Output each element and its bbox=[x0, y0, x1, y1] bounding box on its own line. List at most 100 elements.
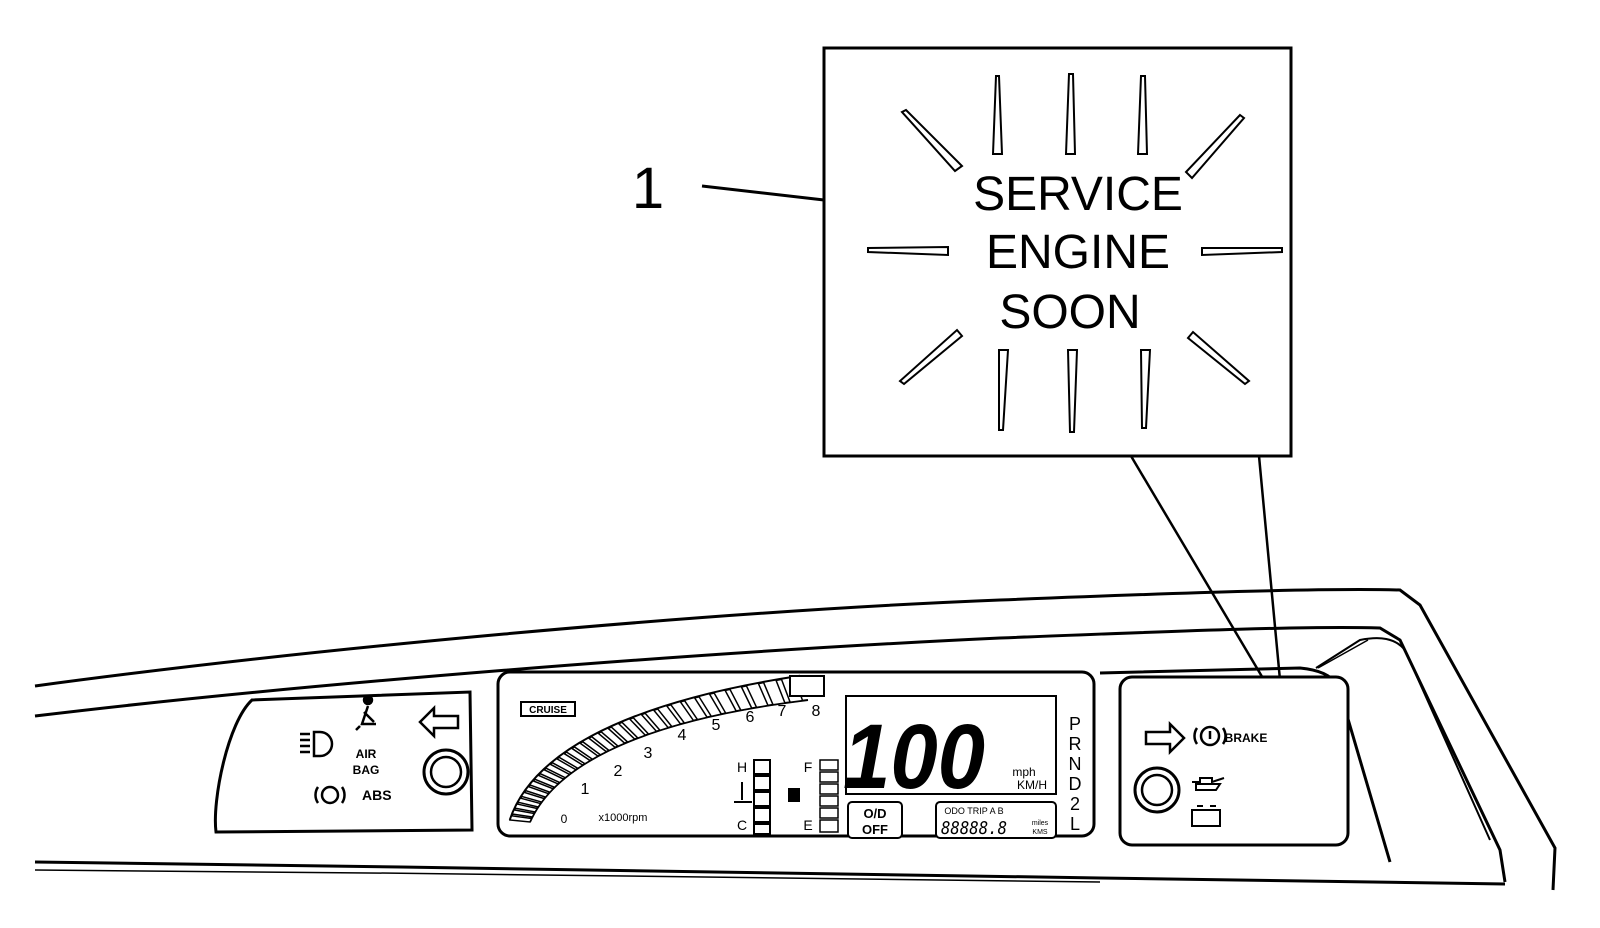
callout-line-3: SOON bbox=[999, 286, 1140, 339]
tach-scale-label: 1 bbox=[581, 781, 590, 798]
gear-label: N bbox=[1069, 754, 1082, 774]
tach-segment bbox=[762, 679, 786, 706]
fuel-bar-segments bbox=[819, 759, 839, 833]
tach-segment bbox=[557, 752, 585, 770]
tachometer: 01 2 3 4 5 6 7 8 x1000rpm bbox=[508, 674, 825, 826]
knob-icon bbox=[1133, 766, 1181, 814]
tach-scale-label: 2 bbox=[614, 763, 623, 780]
tach-scale-label: 6 bbox=[746, 709, 755, 726]
abs-label: ABS bbox=[362, 787, 392, 803]
left-pod-frame bbox=[213, 690, 474, 834]
tach-segment bbox=[516, 797, 542, 808]
tach-scale-label: 8 bbox=[812, 703, 821, 720]
brake-circle-icon bbox=[1193, 725, 1227, 747]
dashboard-outline bbox=[34, 587, 1557, 891]
tach-unit: x1000rpm bbox=[599, 812, 648, 824]
tach-segment bbox=[712, 689, 738, 715]
tach-segment bbox=[544, 763, 571, 779]
speedometer: 100 mph KM/H bbox=[843, 695, 1057, 808]
cruise-badge bbox=[520, 701, 576, 717]
speed-unit-bottom: KM/H bbox=[1017, 778, 1047, 792]
tach-segment bbox=[520, 791, 546, 803]
abs-icon bbox=[314, 785, 346, 805]
seatbelt-icon bbox=[355, 694, 376, 731]
callout-label-line bbox=[701, 184, 825, 202]
right-pod-frame bbox=[1118, 675, 1350, 847]
service-engine-soon-message: SERVICE ENGINE SOON bbox=[973, 168, 1183, 339]
temp-hot-label: H bbox=[737, 759, 747, 775]
gear-label: L bbox=[1070, 814, 1080, 834]
tach-segment bbox=[643, 708, 670, 732]
tach-segment bbox=[524, 785, 550, 798]
tach-segment bbox=[631, 713, 658, 735]
temp-cold-label: C bbox=[737, 817, 747, 833]
tach-segment bbox=[609, 722, 637, 743]
knob-icon bbox=[422, 748, 470, 796]
tach-redline-block bbox=[789, 675, 825, 697]
airbag-label-line1: AIR bbox=[356, 747, 377, 761]
brake-label: BRAKE bbox=[1225, 731, 1268, 745]
odometer-display bbox=[935, 801, 1057, 839]
tach-segment bbox=[683, 696, 709, 721]
callout-number: 1 bbox=[632, 156, 664, 221]
tach-segment bbox=[728, 685, 753, 712]
temperature-gauge: H C bbox=[734, 759, 771, 835]
center-cluster: CRUISE 01 2 3 4 5 6 7 8 x1000rpm H C bbox=[496, 670, 1096, 839]
tach-segment bbox=[589, 732, 617, 752]
tach-segment bbox=[745, 682, 770, 709]
fuel-full-label: F bbox=[804, 759, 813, 775]
tach-segment bbox=[697, 692, 723, 718]
od-off-indicator bbox=[847, 801, 903, 839]
oil-can-icon bbox=[1192, 777, 1225, 791]
tach-scale-label: 5 bbox=[712, 717, 721, 734]
tach-segment bbox=[564, 747, 592, 765]
left-pod: AIR BAG ABS bbox=[213, 690, 474, 834]
battery-icon bbox=[1191, 805, 1221, 827]
tach-segment bbox=[528, 779, 555, 794]
tach-segment bbox=[572, 742, 600, 761]
tach-scale-label: 0 bbox=[561, 812, 568, 826]
od-label-line1: O/D bbox=[863, 806, 886, 821]
tach-scale-label: 7 bbox=[778, 703, 787, 720]
fuel-empty-label: E bbox=[803, 817, 812, 833]
fuel-gauge: F E bbox=[788, 759, 839, 833]
tach-segment bbox=[550, 757, 578, 774]
right-pod: BRAKE bbox=[1118, 675, 1350, 847]
speed-display bbox=[845, 695, 1057, 795]
tach-segment bbox=[508, 814, 533, 823]
tach-labels: 01 2 3 4 5 6 7 8 bbox=[561, 703, 821, 826]
tach-segment bbox=[513, 803, 539, 813]
headlamp-icon bbox=[300, 730, 334, 758]
tach-scale-label: 3 bbox=[644, 745, 653, 762]
temp-bar-segments bbox=[753, 759, 771, 835]
airbag-label-line2: BAG bbox=[353, 763, 380, 777]
tach-scale-label: 4 bbox=[678, 727, 687, 744]
left-turn-arrow-icon bbox=[418, 704, 460, 740]
odo-unit-top: miles bbox=[1032, 820, 1049, 827]
right-turn-arrow-icon bbox=[1144, 720, 1186, 756]
cruise-label: CRUISE bbox=[529, 705, 567, 716]
tach-segment bbox=[599, 727, 627, 748]
gear-label: P bbox=[1069, 714, 1081, 734]
od-label-line2: OFF bbox=[862, 822, 888, 837]
gear-label: R bbox=[1069, 734, 1082, 754]
warning-flash-rays bbox=[867, 73, 1283, 433]
tach-segment bbox=[580, 736, 608, 756]
gear-label: 2 bbox=[1070, 794, 1080, 814]
callout-line-1: SERVICE bbox=[973, 168, 1183, 221]
tach-segment bbox=[669, 700, 695, 724]
tach-segment bbox=[511, 809, 536, 818]
speed-unit-top: mph bbox=[1012, 765, 1035, 779]
tach-segments bbox=[508, 676, 804, 823]
tach-segment bbox=[533, 774, 560, 789]
tach-segment bbox=[656, 704, 682, 728]
tach-segment bbox=[538, 768, 565, 784]
callout-leader bbox=[1129, 455, 1285, 713]
odometer-readout: 88888.8 bbox=[941, 818, 1007, 839]
gear-label: D bbox=[1069, 774, 1082, 794]
tach-segment bbox=[620, 717, 647, 739]
trip-label: ODO TRIP A B bbox=[944, 806, 1003, 816]
speed-readout: 100 bbox=[843, 706, 985, 808]
